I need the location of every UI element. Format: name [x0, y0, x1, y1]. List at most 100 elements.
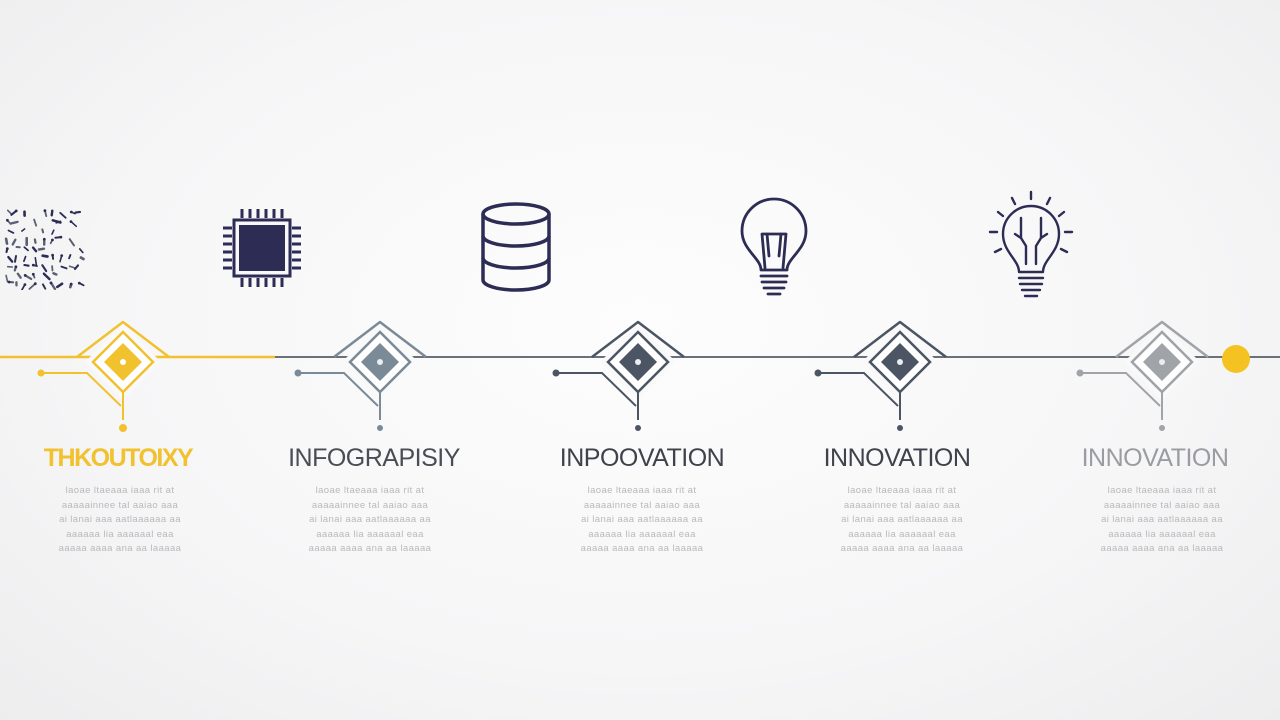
step-1-desc-line: ai lanai aaa aatlaaaaaa aa	[59, 514, 181, 525]
lightbulb-icon	[738, 196, 810, 300]
glowing-lightbulb-icon	[986, 188, 1076, 300]
step-1-desc-line: aaaaaa lia aaaaaal eaa	[66, 528, 174, 540]
step-3-stem-dot	[635, 425, 641, 431]
circuit-stroke	[50, 209, 54, 217]
circuit-stroke	[42, 272, 51, 281]
step-3-description: laoae ltaeaaa iaaa rit at aaaaainnee tal…	[542, 484, 742, 557]
circuit-stroke	[23, 246, 29, 252]
step-4-desc-line: aaaaa aaaa ana aa laaaaa	[840, 543, 964, 554]
circuit-dot	[60, 254, 64, 257]
circuit-texture-icon	[0, 204, 86, 292]
step-4-desc-line: aaaaaa lia aaaaaal eaa	[848, 528, 956, 540]
step-3-desc-line: aaaaainnee tal aaiao aaa	[583, 499, 701, 511]
circuit-stroke	[14, 255, 17, 263]
step-1-center-dot	[120, 359, 126, 365]
circuit-stroke	[37, 247, 46, 251]
circuit-stroke	[74, 210, 82, 214]
step-4-description: laoae ltaeaaa iaaa rit at aaaaainnee tal…	[802, 484, 1002, 557]
step-5-desc-line: ai lanai aaa aatlaaaaaa aa	[1101, 514, 1223, 525]
step-1-title: THKOUTOIXY	[43, 444, 194, 472]
step-2-description: laoae ltaeaaa iaaa rit at aaaaainnee tal…	[270, 484, 470, 557]
step-2-desc-line: ai lanai aaa aatlaaaaaa aa	[309, 514, 431, 525]
circuit-dot	[69, 282, 73, 286]
step-5-description: laoae ltaeaaa iaaa rit at aaaaainnee tal…	[1062, 484, 1262, 557]
circuit-stroke	[16, 272, 22, 279]
step-1-desc-line: laoae ltaeaaa iaaa rit at	[65, 485, 175, 496]
step-4-left-connector	[818, 372, 899, 407]
step-2-stem-dot	[377, 425, 383, 431]
step-5-desc-line: aaaaainnee tal aaiao aaa	[1103, 499, 1221, 511]
database-icon	[478, 200, 554, 294]
step-4-title: INNOVATION	[823, 444, 971, 472]
circuit-dot	[31, 272, 35, 276]
circuit-stroke	[5, 274, 9, 283]
circuit-stroke	[55, 220, 62, 224]
circuit-dot	[49, 281, 53, 285]
circuit-stroke	[41, 283, 47, 290]
step-1-left-dot	[37, 369, 45, 377]
circuit-stroke	[56, 282, 64, 289]
step-2-desc-line: aaaaa aaaa ana aa laaaaa	[308, 543, 432, 554]
step-3-title: INPOOVATION	[559, 444, 725, 472]
circuit-dot	[7, 280, 11, 284]
cpu-chip-icon	[220, 206, 304, 290]
step-3-bracket	[591, 320, 685, 358]
step-1-bracket	[76, 320, 170, 358]
step-2-left-connector	[298, 372, 379, 407]
circuit-stroke	[51, 229, 55, 235]
circuit-dot	[23, 274, 27, 277]
step-1-desc-line: aaaaa aaaa ana aa laaaaa	[58, 543, 182, 554]
circuit-stroke	[41, 264, 48, 273]
circuit-dot	[69, 210, 73, 214]
circuit-stroke	[4, 237, 9, 245]
step-4-center-dot	[897, 359, 903, 365]
step-4-desc-line: laoae ltaeaaa iaaa rit at	[847, 485, 957, 496]
circuit-dot	[77, 281, 81, 285]
circuit-dot	[6, 218, 9, 222]
circuit-dot	[59, 235, 63, 239]
circuit-stroke	[33, 238, 37, 244]
circuit-dot	[51, 238, 54, 242]
step-3-desc-line: laoae ltaeaaa iaaa rit at	[587, 485, 697, 496]
circuit-dot	[33, 282, 37, 286]
step-3-desc-line: ai lanai aaa aatlaaaaaa aa	[581, 514, 703, 525]
step-5-desc-line: laoae ltaeaaa iaaa rit at	[1107, 485, 1217, 496]
circuit-dot	[31, 263, 35, 267]
circuit-stroke	[7, 229, 15, 234]
circuit-stroke	[6, 209, 13, 215]
step-2-left-dot	[294, 369, 302, 377]
step-2-bracket	[333, 320, 427, 358]
step-5-bracket	[1115, 320, 1209, 358]
step-1-desc-line: aaaaainnee tal aaiao aaa	[61, 499, 179, 511]
circuit-stroke	[73, 264, 80, 270]
circuit-dot	[14, 209, 18, 213]
step-4-stem-dot	[897, 425, 903, 431]
circuit-stroke	[9, 220, 19, 225]
circuit-stroke	[52, 272, 58, 276]
step-4-desc-line: ai lanai aaa aatlaaaaaa aa	[841, 514, 963, 525]
step-5-left-dot	[1076, 369, 1084, 377]
step-4-desc-line: aaaaainnee tal aaiao aaa	[843, 499, 961, 511]
step-1-stem-dot	[119, 424, 127, 432]
circuit-dot	[51, 253, 54, 257]
circuit-stroke	[78, 248, 84, 254]
step-4-bracket	[853, 320, 947, 358]
step-2-desc-line: aaaaaa lia aaaaaal eaa	[316, 528, 424, 540]
circuit-stroke	[68, 254, 72, 260]
step-3-desc-line: aaaaa aaaa ana aa laaaaa	[580, 543, 704, 554]
step-2-desc-line: laoae ltaeaaa iaaa rit at	[315, 485, 425, 496]
step-5-desc-line: aaaaaa lia aaaaaal eaa	[1108, 528, 1216, 540]
circuit-stroke	[31, 246, 38, 253]
step-3-left-dot	[552, 369, 560, 377]
step-2-title: INFOGRAPISIY	[288, 444, 460, 472]
circuit-dot	[23, 283, 27, 286]
circuit-stroke	[59, 211, 67, 219]
circuit-stroke	[33, 218, 38, 227]
circuit-dot	[42, 237, 46, 241]
timeline-end-dot	[1222, 345, 1250, 373]
circuit-stroke	[21, 228, 26, 232]
step-5-title: INNOVATION	[1081, 444, 1229, 472]
circuit-stroke	[34, 256, 38, 266]
step-5-center-dot	[1159, 359, 1165, 365]
